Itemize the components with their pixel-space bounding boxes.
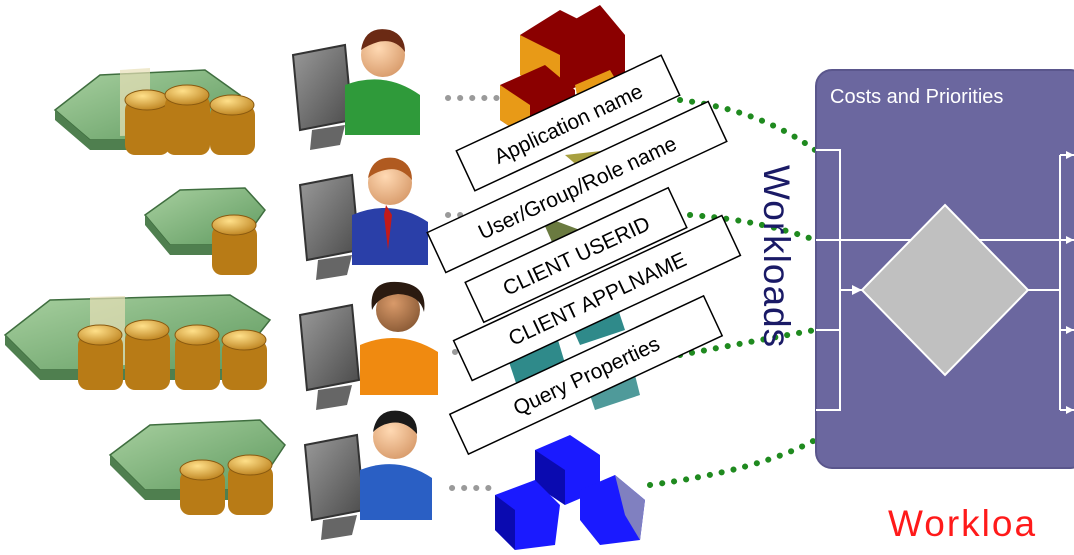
workload-footer-label: Workloa [888,503,1037,544]
computer-monitor-icon [303,433,366,540]
coin-stack-icon [124,84,255,155]
costs-and-priorities-panel: Costs and Priorities [815,69,1074,469]
decision-diamond [860,203,1030,377]
arrow-heads [852,151,1074,414]
user-person-icon [345,29,420,135]
money-pile-row-4 [108,419,286,515]
money-pile-row-2 [143,187,266,275]
user-workstation-row-1 [291,29,420,150]
coin-stack-icon [211,214,257,275]
computer-monitor-icon [291,43,354,150]
coin-stack-icon [179,454,273,515]
cube-cluster-bottom [495,435,645,550]
money-pile-row-3 [3,294,272,390]
coin-stack-icon [77,319,267,390]
user-person-icon [360,410,432,520]
money-pile-row-1 [53,68,255,155]
green-dotted-connectors [647,97,818,488]
user-workstation-row-4 [303,410,432,540]
user-person-icon [360,281,438,395]
computer-monitor-icon [298,173,361,280]
user-person-icon [352,157,428,265]
computer-monitor-icon [298,303,361,410]
workloads-vertical-label: Workloads [756,165,797,348]
user-workstation-row-3 [298,281,438,410]
user-workstation-row-2 [298,157,428,280]
panel-title: Costs and Priorities [830,86,1003,108]
